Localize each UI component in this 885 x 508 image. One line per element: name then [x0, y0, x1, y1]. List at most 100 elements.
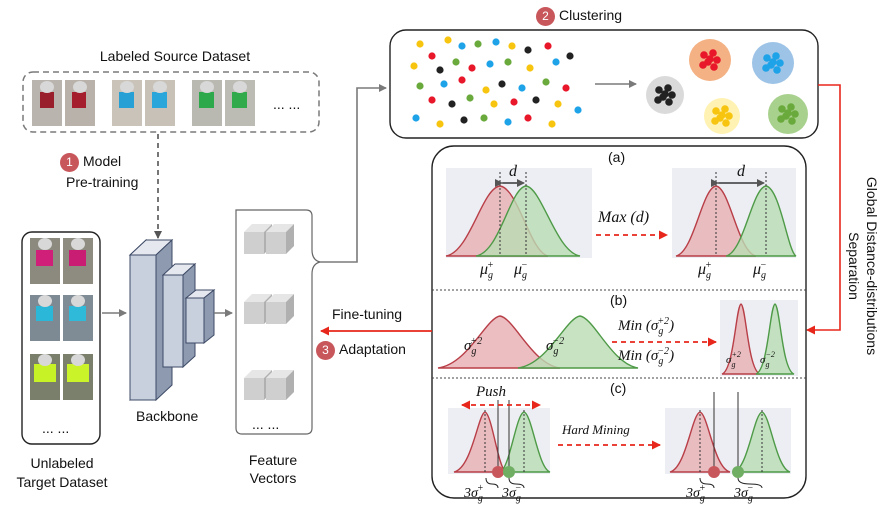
target-label-line1: Unlabeled	[30, 455, 94, 471]
scatter-point	[498, 80, 506, 88]
cluster-green-point	[784, 109, 792, 117]
panel-b-tag: (b)	[610, 292, 628, 308]
features-to-clustering-arrow	[320, 84, 387, 263]
backbone-label: Backbone	[136, 408, 199, 424]
scatter-point	[460, 116, 468, 124]
panel-a-max-text: Max (d)	[598, 209, 650, 226]
cluster-blue-point	[762, 64, 770, 72]
scatter-point	[510, 98, 518, 106]
scatter-point	[526, 64, 534, 72]
mu-pos-right: μg+	[698, 260, 712, 281]
panel-a-tag: (a)	[608, 149, 626, 165]
panel-c-tag: (c)	[610, 380, 627, 396]
scatter-point	[492, 38, 500, 46]
panel-a-left-plot	[445, 168, 592, 258]
feature-vector-blocks	[244, 224, 294, 400]
scatter-point	[524, 114, 532, 122]
cluster-yellow-point	[718, 111, 726, 119]
three-sigma-pos-right: 3σg+	[686, 483, 706, 504]
cluster-yellow-point	[711, 117, 719, 125]
cluster-yellow-point	[725, 112, 733, 120]
clusters	[646, 39, 808, 134]
scatter-point	[542, 78, 550, 86]
cluster-black-point	[655, 86, 663, 94]
step1-label-line1: Model	[83, 153, 122, 170]
cluster-blue-point	[763, 54, 771, 62]
scatter-point	[436, 120, 444, 128]
cluster-green-point	[788, 117, 796, 125]
step2-badge: 2	[536, 7, 555, 26]
panel-b-min-neg: Min (σg−2)	[618, 346, 675, 367]
scatter-point	[490, 100, 498, 108]
cluster-blue-point	[773, 66, 781, 74]
scatter-point	[574, 106, 582, 114]
unclustered-points	[410, 36, 582, 128]
three-sigma-pos-left: 3σg+	[464, 483, 484, 504]
scatter-point	[532, 96, 540, 104]
three-sigma-neg-left: 3σg−	[502, 483, 522, 504]
features-label-line2: Vectors	[249, 470, 297, 486]
cluster-yellow-point	[722, 119, 730, 127]
cluster-red-point	[709, 49, 717, 57]
sigma-neg-sq-right: σg−2	[760, 350, 775, 369]
three-sigma-neg-right: 3σg−	[734, 483, 754, 504]
clustering-box	[389, 29, 819, 139]
scatter-point	[474, 40, 482, 48]
scatter-point	[452, 58, 460, 66]
scatter-point	[518, 84, 526, 92]
panel-a-d-right: d	[737, 163, 745, 180]
scatter-point	[504, 118, 512, 126]
cluster-blue-point	[772, 52, 780, 60]
cluster-green-point	[791, 110, 799, 118]
scatter-point	[468, 64, 476, 72]
target-ellipsis: ... ...	[42, 420, 70, 436]
step3-badge: 3	[316, 341, 335, 360]
features-ellipsis: ... ...	[252, 416, 280, 432]
scatter-point	[548, 120, 556, 128]
scatter-point	[458, 76, 466, 84]
scatter-point	[448, 100, 456, 108]
cluster-black-point	[664, 84, 672, 92]
scatter-point	[444, 36, 452, 44]
backbone-network	[128, 238, 216, 402]
cluster-green-point	[787, 103, 795, 111]
scatter-point	[552, 58, 560, 66]
cluster-black-point	[661, 90, 669, 98]
scatter-point	[466, 94, 474, 102]
step3-text: Adaptation	[339, 341, 406, 358]
cluster-red-point	[706, 55, 714, 63]
scatter-point	[524, 46, 532, 54]
scatter-point	[416, 40, 424, 48]
step1-badge: 1	[60, 153, 79, 172]
push-label: Push	[476, 384, 506, 400]
cluster-red-point	[699, 61, 707, 69]
source-dataset-box	[22, 71, 320, 133]
scatter-point	[504, 58, 512, 66]
target-person-images	[30, 238, 93, 400]
cluster-green-point	[778, 105, 786, 113]
scatter-point	[544, 42, 552, 50]
scatter-point	[562, 84, 570, 92]
scatter-point	[410, 62, 418, 70]
scatter-point	[428, 52, 436, 60]
step1-label-line2: Pre-training	[66, 174, 139, 190]
scatter-point	[482, 86, 490, 94]
feature-vectors-box	[235, 209, 321, 435]
panel-c-right-plot	[665, 392, 791, 489]
mu-neg-right: μg−	[753, 260, 767, 281]
source-person-images	[32, 80, 255, 126]
target-label-line2: Target Dataset	[16, 474, 108, 490]
cluster-black-point	[668, 91, 676, 99]
scatter-point	[416, 82, 424, 90]
distribution-panel	[431, 145, 807, 499]
panel-c-left-plot	[448, 400, 551, 489]
cluster-yellow-point	[721, 105, 729, 113]
step2-text: Clustering	[559, 7, 623, 24]
separation-arrow	[806, 84, 841, 335]
side-label-line2: Separation	[846, 232, 862, 300]
cluster-black-point	[665, 98, 673, 106]
fine-tuning-label: Fine-tuning	[332, 306, 403, 322]
scatter-point	[508, 42, 516, 50]
